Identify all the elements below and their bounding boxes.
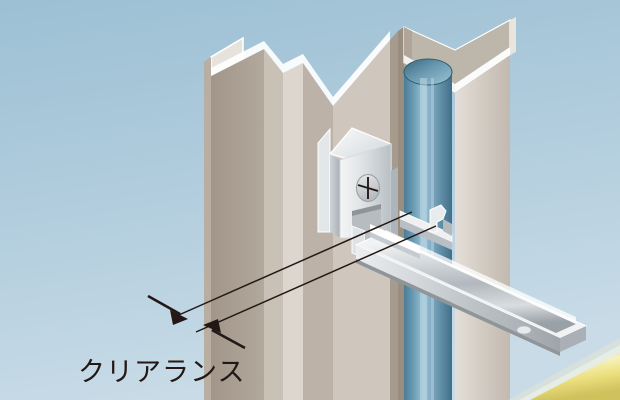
clearance-leader-lower — [195, 225, 437, 333]
metal-channel-track — [354, 230, 588, 356]
phillips-screw — [355, 173, 381, 203]
clearance-arrow-upper — [147, 294, 188, 325]
clearance-label: クリアランス — [78, 357, 245, 388]
outer-door-frame-jamb — [204, 36, 303, 400]
clearance-annotation: クリアランス — [78, 211, 437, 388]
clearance-leader-upper — [171, 211, 413, 319]
yellow-seal-strip — [508, 338, 620, 400]
track-guide-rail — [370, 204, 453, 259]
cut-plane-floor — [303, 245, 356, 400]
clearance-arrow-lower — [203, 319, 246, 350]
